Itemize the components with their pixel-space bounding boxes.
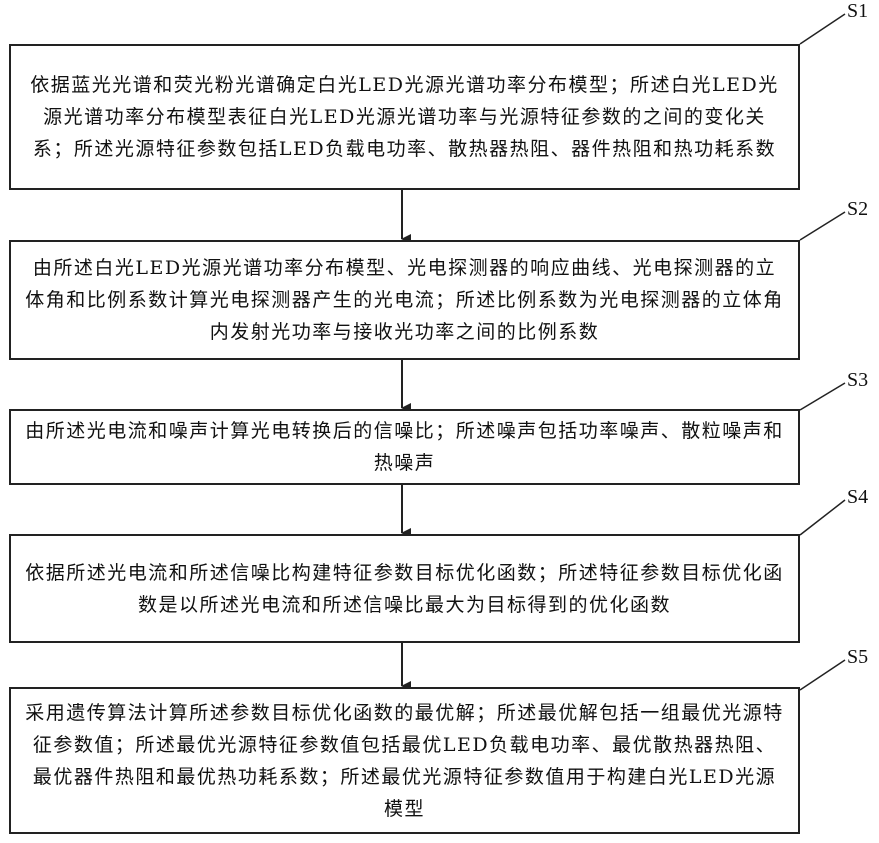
leader-s1 [800,14,845,44]
step-label-s1: S1 [847,0,868,23]
step-text-s1: 依据蓝光光谱和荧光粉光谱确定白光LED光源光谱功率分布模型；所述白光LED光源光… [11,69,798,165]
step-box-s5: 采用遗传算法计算所述参数目标优化函数的最优解；所述最优解包括一组最优光源特征参数… [9,687,800,834]
leader-s3 [800,383,845,410]
step-label-s4: S4 [847,486,868,509]
step-label-s2: S2 [847,198,868,221]
step-label-s5: S5 [847,646,868,669]
step-box-s3: 由所述光电流和噪声计算光电转换后的信噪比；所述噪声包括功率噪声、散粒噪声和热噪声 [9,409,800,485]
leader-s4 [800,500,845,535]
step-text-s3: 由所述光电流和噪声计算光电转换后的信噪比；所述噪声包括功率噪声、散粒噪声和热噪声 [11,415,798,479]
step-text-s4: 依据所述光电流和所述信噪比构建特征参数目标优化函数；所述特征参数目标优化函数是以… [11,557,798,621]
step-text-s2: 由所述白光LED光源光谱功率分布模型、光电探测器的响应曲线、光电探测器的立体角和… [11,252,798,348]
step-label-s3: S3 [847,369,868,392]
step-box-s2: 由所述白光LED光源光谱功率分布模型、光电探测器的响应曲线、光电探测器的立体角和… [9,240,800,360]
leader-s5 [800,660,845,690]
step-box-s1: 依据蓝光光谱和荧光粉光谱确定白光LED光源光谱功率分布模型；所述白光LED光源光… [9,44,800,190]
leader-s2 [800,212,845,240]
step-text-s5: 采用遗传算法计算所述参数目标优化函数的最优解；所述最优解包括一组最优光源特征参数… [11,697,798,825]
step-box-s4: 依据所述光电流和所述信噪比构建特征参数目标优化函数；所述特征参数目标优化函数是以… [9,534,800,643]
